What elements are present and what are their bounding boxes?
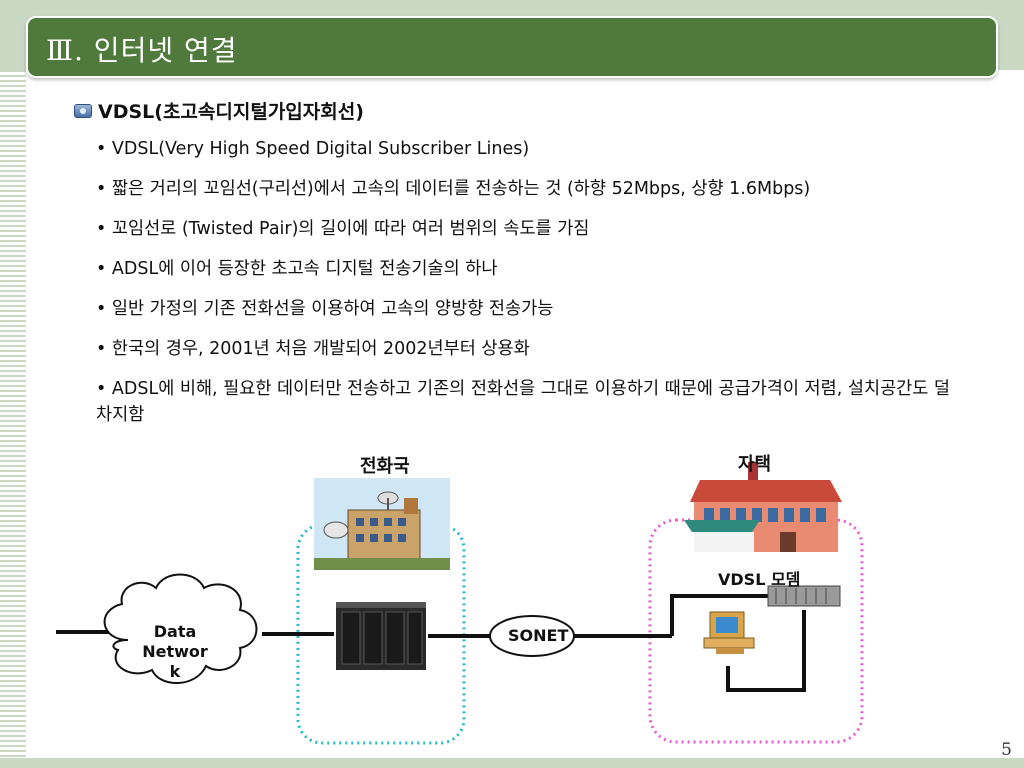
- modem-icon: [767, 585, 841, 607]
- page-number: 5: [1001, 740, 1012, 760]
- bullet-icon: [74, 103, 92, 118]
- computer-icon: [703, 611, 755, 654]
- cloud-label-line: k: [169, 662, 181, 681]
- home-border: [648, 518, 864, 744]
- section-heading: VDSL(초고속디지털가입자회선): [74, 97, 364, 124]
- home-label: 자택: [738, 454, 772, 475]
- left-stripes: [0, 70, 26, 760]
- bullet-item: • ADSL에 비해, 필요한 데이터만 전송하고 기존의 전화선을 그대로 이…: [96, 379, 951, 425]
- title-bar: Ⅲ. 인터넷 연결: [26, 16, 998, 78]
- house-icon: [684, 462, 842, 552]
- telephone-office-icon: [314, 478, 450, 570]
- bullet-item: • 짧은 거리의 꼬임선(구리선)에서 고속의 데이터를 전송하는 것 (하향 …: [96, 179, 811, 199]
- central-office-label: 전화국: [360, 456, 410, 477]
- sonet-label: SONET: [508, 626, 569, 645]
- bullet-item: • 한국의 경우, 2001년 처음 개발되어 2002년부터 상용화: [96, 339, 530, 359]
- server-rack-icon: [336, 602, 426, 670]
- modem-label: VDSL 모뎀: [718, 570, 801, 589]
- page-title: Ⅲ. 인터넷 연결: [46, 34, 238, 67]
- bullet-item: • 일반 가정의 기존 전화선을 이용하여 고속의 양방향 전송가능: [96, 299, 554, 319]
- network-diagram: 전화국 자택 VDSL 모뎀 SONET Data Networ k: [0, 440, 1024, 758]
- link-line-modem-pc: [726, 610, 806, 692]
- sonet-node: [489, 615, 575, 657]
- bullet-item: • 꼬임선로 (Twisted Pair)의 길이에 따라 여러 범위의 속도를…: [96, 219, 590, 239]
- cloud-label-line: Data: [153, 622, 197, 641]
- cloud-label-line: Networ: [142, 642, 208, 661]
- bullet-list: • VDSL(Very High Speed Digital Subscribe…: [96, 136, 956, 442]
- heading-text: VDSL(초고속디지털가입자회선): [98, 101, 364, 123]
- bullet-item: • VDSL(Very High Speed Digital Subscribe…: [96, 139, 530, 159]
- bullet-item: • ADSL에 이어 등장한 초고속 디지털 전송기술의 하나: [96, 259, 498, 279]
- link-line-to-modem: [670, 594, 770, 636]
- cloud-label: Data Networ k: [140, 622, 210, 682]
- bottom-band: [0, 758, 1024, 768]
- cloud-icon: [103, 573, 258, 684]
- diagram-svg: [56, 462, 864, 745]
